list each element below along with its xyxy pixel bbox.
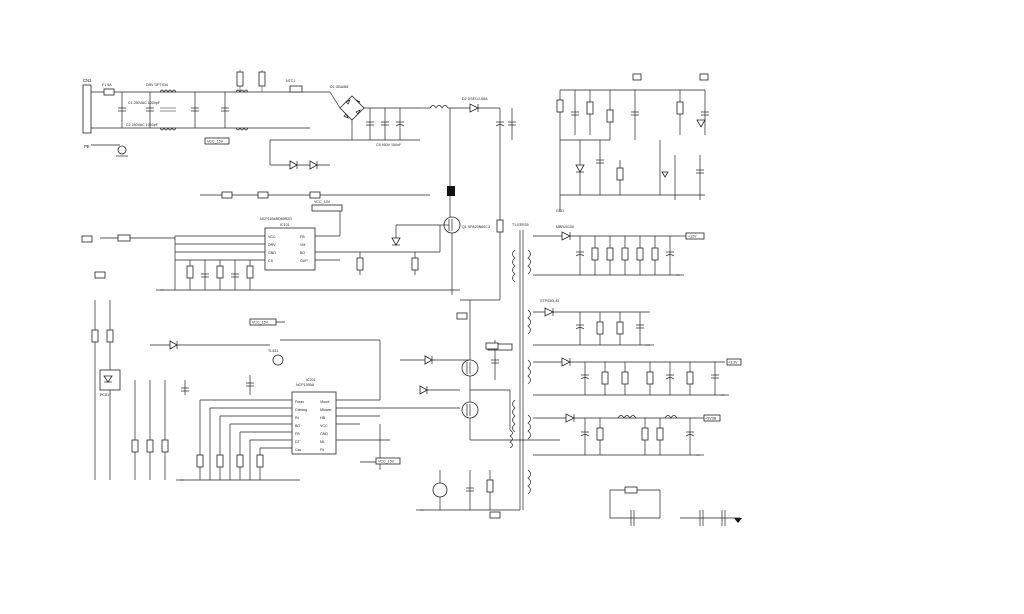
out-33v-tag bbox=[726, 358, 742, 366]
output-5vsb-rail: +5VSB bbox=[533, 413, 721, 456]
svg-text:GND: GND bbox=[320, 432, 328, 436]
rectifier-stage: NTC1 D1 GBU8M C5 450V 150uF VCC_15V bbox=[204, 79, 420, 170]
svg-text:GND: GND bbox=[268, 251, 276, 255]
bridge-label: D1 GBU8M bbox=[330, 85, 348, 89]
llc-ic bbox=[291, 391, 337, 455]
pfc-ic-ref: IC101 bbox=[280, 223, 290, 227]
pfc-ic-part: NCP1654BD65R2G bbox=[260, 217, 292, 221]
svg-text:Mlower: Mlower bbox=[320, 408, 332, 412]
boost-diode-label: D2 DSEI12-06A bbox=[462, 97, 488, 101]
tl431-label: TL431 bbox=[268, 349, 278, 353]
rectifier-12v-label: MBR20100 bbox=[556, 225, 574, 229]
half-bridge-stage bbox=[380, 299, 560, 511]
svg-text:VCC_15V: VCC_15V bbox=[207, 140, 224, 144]
svg-text:BO: BO bbox=[300, 251, 305, 255]
bridge-rectifier bbox=[339, 95, 365, 121]
svg-text:FB: FB bbox=[295, 432, 300, 436]
standby-block: GND bbox=[556, 73, 709, 213]
earth-terminal bbox=[117, 145, 127, 155]
svg-text:Fmax: Fmax bbox=[295, 400, 304, 404]
ntc-label: NTC1 bbox=[286, 79, 295, 83]
svg-text:Vboot: Vboot bbox=[320, 400, 329, 404]
svg-text:GND: GND bbox=[556, 209, 564, 213]
llc-ic-ref: IC201 bbox=[306, 378, 316, 382]
svg-text:HB: HB bbox=[320, 416, 326, 420]
y-capacitors bbox=[609, 486, 742, 526]
svg-text:BO: BO bbox=[295, 424, 300, 428]
svg-text:VCC_15V: VCC_15V bbox=[252, 321, 269, 325]
rectifier-5v-label: STPS30L45 bbox=[540, 299, 559, 303]
svg-text:VCC: VCC bbox=[320, 424, 328, 428]
svg-text:DRV: DRV bbox=[268, 243, 276, 247]
rectifier-5v bbox=[544, 307, 554, 317]
svg-text:+5VSB: +5VSB bbox=[705, 417, 717, 421]
pfc-controller-block: NCP1654BD65R2G IC101 VCC DRV GND CS FB VM BO O… bbox=[100, 191, 460, 291]
output-5v-rail: STPS30L45 bbox=[533, 299, 650, 346]
earth-label: PE bbox=[84, 144, 90, 149]
bulk-cap-label: C5 450V 150uF bbox=[376, 143, 402, 147]
pfc-mosfet-label: Q1 SPA20N60C3 bbox=[462, 225, 490, 229]
startup-transistor bbox=[432, 482, 448, 498]
aux-vcc-tag bbox=[204, 137, 230, 145]
svg-text:Flt: Flt bbox=[320, 448, 324, 452]
input-connector bbox=[82, 84, 92, 134]
x-cap-1-label: C1 250VAC 1000pF bbox=[128, 101, 161, 105]
x-cap-2-label: C2 250VAC 1000pF bbox=[126, 123, 159, 127]
svg-text:Ctiming: Ctiming bbox=[295, 408, 307, 412]
svg-text:ML: ML bbox=[320, 440, 325, 444]
svg-text:VCC_15V: VCC_15V bbox=[378, 460, 395, 464]
chassis-ground-icon bbox=[734, 518, 742, 523]
fuse bbox=[103, 88, 115, 96]
input-filter-stage: CN1 F1 5A C1 250VAC 1000pF C2 250VAC 100… bbox=[82, 70, 266, 157]
svg-text:VM: VM bbox=[300, 243, 305, 247]
llc-ic-part: NCP1395A bbox=[296, 383, 315, 387]
main-transformer: T1 EER35 bbox=[512, 223, 531, 510]
opto-label: PC817 bbox=[100, 393, 111, 397]
svg-text:CS: CS bbox=[268, 259, 274, 263]
tl431-reference bbox=[272, 354, 284, 366]
svg-text:Css: Css bbox=[295, 448, 301, 452]
output-33v-rail: +3.3V bbox=[533, 357, 742, 396]
output-12v-rail: MBR20100 +12V bbox=[533, 225, 705, 276]
fuse-label: F1 5A bbox=[102, 83, 112, 87]
svg-text:VCC_15V: VCC_15V bbox=[314, 200, 331, 204]
svg-text:OVP: OVP bbox=[300, 259, 308, 263]
pfc-ic bbox=[264, 227, 316, 271]
svg-text:VCC: VCC bbox=[268, 235, 276, 239]
svg-text:FB: FB bbox=[300, 235, 305, 239]
svg-text:+3.3V: +3.3V bbox=[728, 361, 738, 365]
choke-label: DRV DP7S34 bbox=[146, 83, 168, 87]
pfc-boost-stage: D2 DSEI12-06A Q1 SPA20N60C3 bbox=[420, 97, 516, 300]
ntc-thermistor bbox=[289, 85, 303, 93]
svg-text:+12V: +12V bbox=[688, 235, 697, 239]
optocoupler bbox=[99, 369, 121, 391]
pfc-mosfet bbox=[440, 216, 461, 234]
svg-text:Rt: Rt bbox=[295, 416, 299, 420]
boost-diode bbox=[469, 103, 479, 113]
transformer-label: T1 EER35 bbox=[512, 223, 529, 227]
rectifier-12v bbox=[561, 231, 571, 241]
ground-symbols bbox=[156, 274, 729, 511]
svg-text:DT: DT bbox=[295, 440, 301, 444]
input-connector-label: CN1 bbox=[83, 78, 92, 83]
net-tags bbox=[81, 235, 501, 519]
common-mode-choke bbox=[159, 89, 177, 131]
